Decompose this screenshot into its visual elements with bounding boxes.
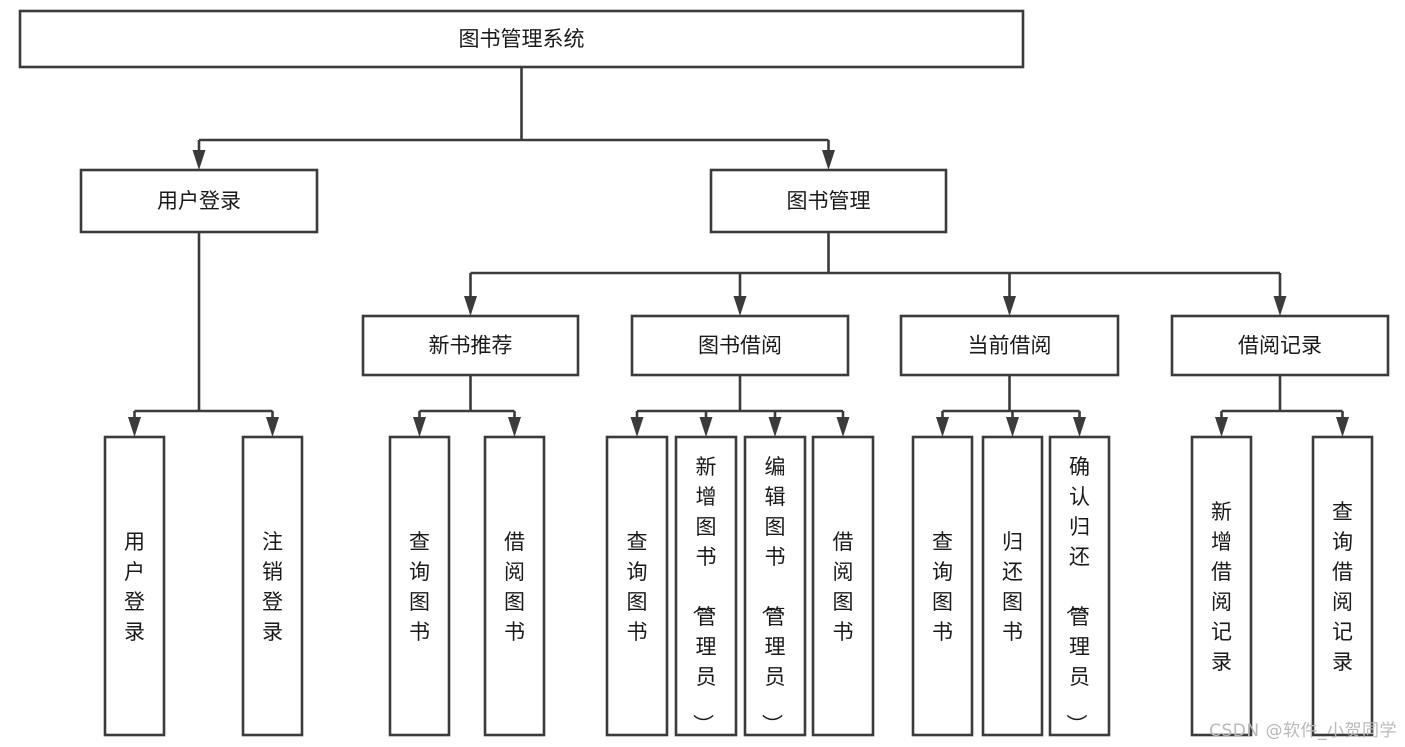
node-box-leaf-confirm-return [1048,435,1111,737]
node-label-leaf-query-book-borrow: 查询图书 [627,530,648,644]
arrow-head-icon [1273,296,1287,316]
node-label-leaf-query-book-current: 查询图书 [932,530,953,644]
node-box-book-borrow [630,314,850,377]
node-box-leaf-logout [241,435,304,737]
node-box-leaf-return-book [981,435,1044,737]
connector-group-user-login [128,232,279,437]
node-leaf-query-book-borrow[interactable]: 查询图书 [605,435,669,737]
node-box-leaf-add-book [674,435,738,737]
node-leaf-confirm-return[interactable]: 确认归还（管理员） [1048,435,1111,737]
arrow-head-icon [266,417,279,437]
node-book-borrow[interactable]: 图书借阅 [630,314,850,377]
arrow-head-icon [822,150,835,170]
node-label-book-borrow: 图书借阅 [698,334,782,358]
node-box-root [18,9,1025,69]
node-box-leaf-borrow-book [811,435,875,737]
arrow-head-icon [464,296,477,316]
node-label-leaf-user-login: 用户登录 [124,530,145,644]
arrow-head-icon [836,417,850,437]
node-box-leaf-edit-book [743,435,807,737]
arrow-head-icon [1215,417,1228,437]
connector-group-root [192,67,835,170]
connector-group-borrow-record [1215,375,1349,437]
node-leaf-return-book[interactable]: 归还图书 [981,435,1044,737]
node-label-leaf-edit-book: 编辑图书（管理员） [760,455,786,735]
node-box-leaf-query-book-borrow [605,435,669,737]
node-leaf-query-book-recommend[interactable]: 查询图书 [388,435,451,737]
node-label-user-login: 用户登录 [157,189,241,213]
arrow-head-icon [1336,417,1349,437]
node-leaf-borrow-book-recommend[interactable]: 借阅图书 [483,435,546,737]
node-box-book-manage [709,168,948,234]
node-box-leaf-query-borrow-record [1311,435,1374,737]
node-new-book-recommend[interactable]: 新书推荐 [361,314,580,377]
arrow-head-icon [936,417,949,437]
arrow-head-icon [508,417,521,437]
arrow-head-icon [630,417,644,437]
connector-layer [128,67,1349,437]
node-label-leaf-query-book-recommend: 查询图书 [409,530,430,644]
node-box-leaf-add-borrow-record [1190,435,1253,737]
arrow-head-icon [699,417,713,437]
node-box-current-borrow [899,314,1120,377]
arrow-head-icon [1073,417,1086,437]
arrow-head-icon [1003,296,1016,316]
node-leaf-logout[interactable]: 注销登录 [241,435,304,737]
node-label-leaf-logout: 注销登录 [262,530,283,644]
arrow-head-icon [192,150,206,170]
node-label-book-manage: 图书管理 [787,189,871,213]
node-leaf-borrow-book[interactable]: 借阅图书 [811,435,875,737]
node-box-leaf-query-book-current [911,435,974,737]
node-label-leaf-borrow-book-recommend: 借阅图书 [504,530,525,644]
node-root[interactable]: 图书管理系统 [18,9,1025,69]
arrow-head-icon [1006,417,1019,437]
node-book-manage[interactable]: 图书管理 [709,168,948,234]
node-label-leaf-query-borrow-record: 查询借阅记录 [1332,500,1353,674]
node-label-leaf-add-book: 新增图书（管理员） [691,455,717,735]
node-borrow-record[interactable]: 借阅记录 [1170,314,1390,377]
node-label-current-borrow: 当前借阅 [968,334,1052,358]
node-current-borrow[interactable]: 当前借阅 [899,314,1120,377]
node-box-borrow-record [1170,314,1390,377]
node-box-leaf-query-book-recommend [388,435,451,737]
node-label-root: 图书管理系统 [459,27,585,51]
node-box-user-login [79,168,319,234]
node-label-new-book-recommend: 新书推荐 [429,334,513,358]
connector-group-book-manage [464,232,1287,316]
node-leaf-add-borrow-record[interactable]: 新增借阅记录 [1190,435,1253,737]
connector-group-new-book-recommend [413,375,521,437]
node-user-login[interactable]: 用户登录 [79,168,319,234]
node-box-new-book-recommend [361,314,580,377]
node-label-leaf-borrow-book: 借阅图书 [833,530,854,644]
arrow-head-icon [768,417,782,437]
connector-group-book-borrow [630,375,850,437]
node-leaf-user-login[interactable]: 用户登录 [103,435,166,737]
connector-group-current-borrow [936,375,1086,437]
node-box-leaf-borrow-book-recommend [483,435,546,737]
node-label-borrow-record: 借阅记录 [1238,334,1322,358]
node-leaf-add-book[interactable]: 新增图书（管理员） [674,435,738,737]
node-leaf-query-book-current[interactable]: 查询图书 [911,435,974,737]
arrow-head-icon [413,417,426,437]
node-label-leaf-return-book: 归还图书 [1002,530,1023,644]
node-layer: 图书管理系统用户登录图书管理新书推荐图书借阅当前借阅借阅记录用户登录注销登录查询… [18,9,1390,737]
arrow-head-icon [128,417,141,437]
node-box-leaf-user-login [103,435,166,737]
arrow-head-icon [733,296,747,316]
node-label-leaf-add-borrow-record: 新增借阅记录 [1211,500,1232,674]
node-leaf-query-borrow-record[interactable]: 查询借阅记录 [1311,435,1374,737]
node-label-leaf-confirm-return: 确认归还（管理员） [1064,455,1090,735]
node-leaf-edit-book[interactable]: 编辑图书（管理员） [743,435,807,737]
